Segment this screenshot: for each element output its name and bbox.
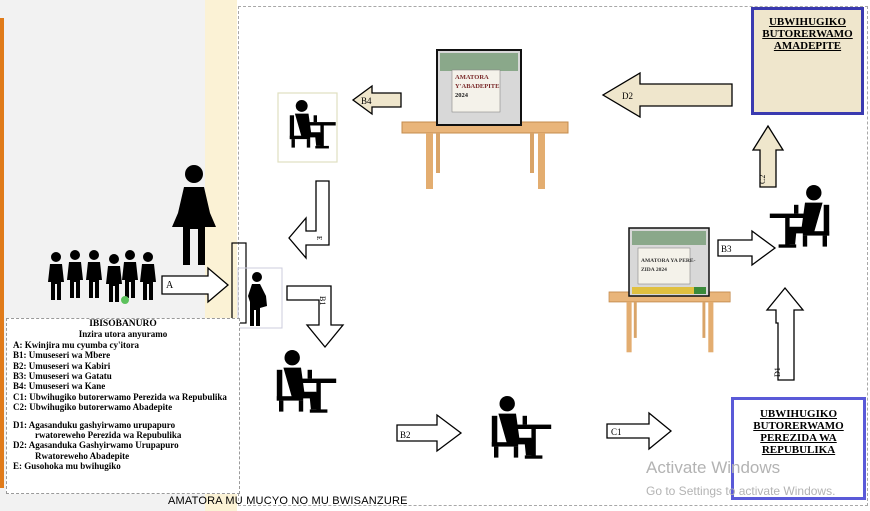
arrow-b2 xyxy=(396,413,463,453)
arrow-b4 xyxy=(351,84,402,116)
ballot-deputies-line1: AMATORA xyxy=(455,74,489,81)
booth-president-label: UBWIHUGIKO BUTORERWAMO PEREZIDA WA REPUB… xyxy=(753,408,844,456)
legend-item: rwatoreweho Perezida wa Repubulika xyxy=(35,430,182,441)
arrow-b2-label: B2 xyxy=(400,430,411,440)
ballot-box-deputies xyxy=(436,49,522,126)
booth-president: UBWIHUGIKO BUTORERWAMO PEREZIDA WA REPUB… xyxy=(731,397,866,500)
ballot-deputies-line3: 2024 xyxy=(455,92,469,99)
legend-item: B1: Umuseseri wa Mbere xyxy=(13,350,111,361)
arrow-b4-label: B4 xyxy=(361,96,372,106)
arrow-c1 xyxy=(606,411,673,451)
woman-icon xyxy=(172,165,216,265)
b1-assessor-icon xyxy=(276,350,337,413)
b3-assessor-icon xyxy=(769,185,830,248)
arrow-b1 xyxy=(286,285,345,349)
arrow-d2-label: D2 xyxy=(622,91,633,101)
arrow-d1 xyxy=(765,286,805,381)
legend-item: E: Gusohoka mu bwihugiko xyxy=(13,461,121,472)
legend-subtitle: Inzira utora anyuramo xyxy=(78,329,168,340)
ballot-president-line1: AMATORA YA PERE- xyxy=(641,258,696,264)
legend-item: C1: Ubwihugiko butorerwamo Perezida wa R… xyxy=(13,391,227,402)
arrow-e-label: E xyxy=(315,236,323,240)
legend-item: B2: Umuseseri wa Kabiri xyxy=(13,360,111,371)
arrow-c1-label: C1 xyxy=(611,427,622,437)
ballot-deputies-line2: Y'ABADEPITE xyxy=(455,83,499,90)
arrow-e xyxy=(288,180,330,260)
legend-box: IBISOBANURO Inzira utora anyuramo A: Kwi… xyxy=(6,318,240,494)
green-marker-icon xyxy=(121,296,129,304)
arrow-a-label: A xyxy=(166,280,174,291)
arrow-c2-label: C2 xyxy=(758,175,767,184)
legend-title: IBISOBANURO xyxy=(89,319,157,329)
ballot-box-president xyxy=(628,227,710,297)
legend-item: B3: Umuseseri wa Gatatu xyxy=(13,371,112,382)
arrow-b3 xyxy=(717,229,777,267)
legend-item: D1: Agasanduku gashyirwamo urupapuro xyxy=(13,419,176,430)
entry-marker xyxy=(231,242,247,324)
orange-edge-bar xyxy=(0,18,4,488)
arrow-d1-label: D1 xyxy=(773,367,782,377)
legend-item: D2: Agasanduka Gashyirwamo Urupapuro xyxy=(13,440,179,451)
pregnant-frame xyxy=(237,267,283,329)
legend-item: A: Kwinjira mu cyumba cy'itora xyxy=(13,339,139,350)
arrow-a xyxy=(161,266,230,304)
arrow-b1-label: B1 xyxy=(318,296,327,305)
legend-item: B4: Umuseseri wa Kane xyxy=(13,381,106,392)
queue-people-icon xyxy=(48,250,156,302)
slide-caption: AMATORA MU MUCYO NO MU BWISANZURE xyxy=(168,495,408,507)
activation-watermark-title: Activate Windows xyxy=(646,458,781,477)
ballot-president-line2: ZIDA 2024 xyxy=(641,267,667,273)
arrow-d2 xyxy=(601,71,733,119)
legend-item: C2: Ubwihugiko butorerwamo Abadepite xyxy=(13,402,173,413)
booth-deputies-label: UBWIHUGIKO BUTORERWAMO AMADEPITE xyxy=(762,16,853,52)
legend-item: Rwatoreweho Abadepite xyxy=(35,450,130,461)
table-president xyxy=(608,291,731,353)
pregnant-woman-icon xyxy=(248,272,267,326)
b2-assessor-icon xyxy=(491,396,552,459)
arrow-b3-label: B3 xyxy=(721,244,732,254)
activation-watermark-subtitle[interactable]: Go to Settings to activate Windows. xyxy=(646,484,836,498)
table-deputies xyxy=(401,121,569,190)
arrow-c2 xyxy=(751,124,785,188)
booth-deputies: UBWIHUGIKO BUTORERWAMO AMADEPITE xyxy=(751,7,864,115)
